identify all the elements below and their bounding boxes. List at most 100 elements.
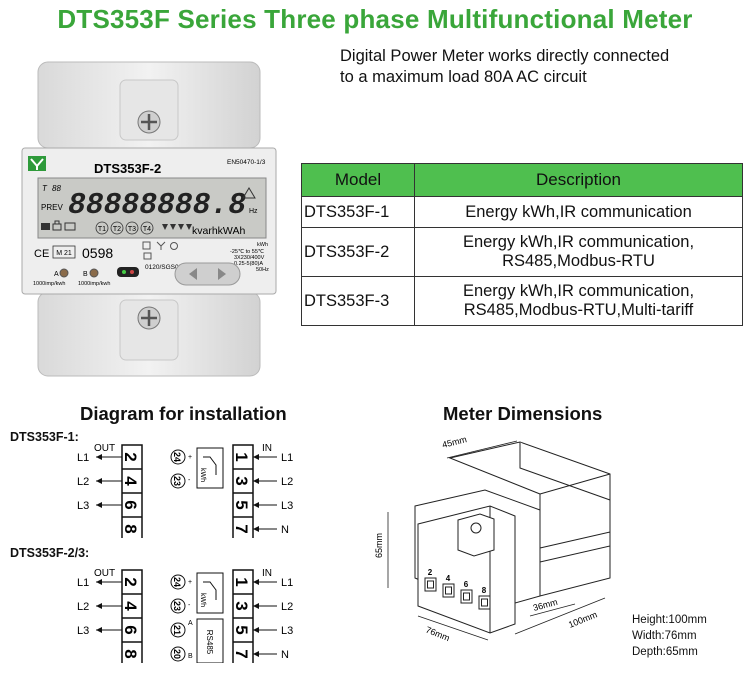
kwh-label: kWh (199, 468, 206, 482)
line-label: L2 (281, 476, 293, 488)
installation-title: Diagram for installation (80, 403, 287, 424)
out-label: OUT (94, 568, 115, 579)
line-label: L3 (77, 500, 89, 512)
table-row: DTS353F-2 Energy kWh,IR communication,RS… (301, 227, 743, 277)
desc-line: Energy kWh,IR communication (465, 202, 692, 221)
rs485-b: B (188, 653, 193, 660)
terminal-hole (460, 589, 473, 604)
dimensions-title: Meter Dimensions (443, 403, 603, 424)
led-a-label: A (54, 271, 59, 278)
intro-line-1: Digital Power Meter works directly conne… (340, 47, 670, 65)
rs485-terminal-number: 20 (172, 649, 182, 659)
terminal-number: 2 (121, 452, 140, 461)
terminal-number: 5 (232, 500, 251, 509)
tariff-circle (95, 221, 109, 235)
left-arrow-icon[interactable] (189, 268, 197, 280)
meter-nav-buttons[interactable] (174, 262, 241, 286)
arrow-left-icon (96, 579, 102, 585)
down-arrow-icon (170, 224, 176, 230)
header-model: Model (301, 163, 415, 197)
arrow-left-icon (96, 478, 102, 484)
arrow-left-icon (253, 651, 259, 657)
meter-standard: EN50470-1/3 (227, 159, 266, 166)
pulse-terminal-number: 24 (172, 452, 182, 462)
dim-height: Height:100mm (632, 614, 707, 626)
pulse-minus: - (188, 602, 191, 609)
header-description: Description (414, 163, 743, 197)
dim-width: Width:76mm (632, 630, 697, 642)
pulse-terminal (170, 574, 186, 590)
variant-2-label: DTS353F-2/3: (10, 546, 90, 560)
arrow-left-icon (96, 502, 102, 508)
arrow-left-icon (96, 454, 102, 460)
led-b-icon (89, 268, 99, 278)
dim-76: 76mm (424, 625, 451, 644)
terminal-number: 8 (121, 649, 140, 658)
rs485-a: A (188, 620, 193, 627)
desc-line: RS485,Modbus-RTU,Multi-tariff (463, 301, 694, 319)
arrow-left-icon (253, 526, 259, 532)
imp-a: 1000imp/kwh (33, 281, 65, 287)
table-row: DTS353F-3 Energy kWh,IR communication,RS… (301, 276, 743, 326)
in-label: IN (262, 568, 272, 579)
right-arrow-icon[interactable] (218, 268, 226, 280)
terminal-number: 3 (232, 476, 251, 485)
line-label: L2 (77, 601, 89, 613)
pulse-plus: + (188, 454, 192, 461)
dim-36: 36mm (532, 597, 559, 613)
dim-depth: Depth:65mm (632, 646, 698, 658)
meter-photo: DTS353F-2 EN50470-1/3 T 88 PREV 88888888… (21, 61, 277, 377)
terminal-number: 8 (482, 586, 487, 595)
desc-line: RS485,Modbus-RTU (502, 252, 655, 270)
meter-kwh: kWh (257, 242, 268, 248)
lcd-arrows (162, 224, 192, 230)
terminal-number: 8 (121, 524, 140, 533)
terminal-number: 1 (232, 452, 251, 461)
switch-icon (203, 581, 217, 600)
desc-line: Energy kWh,IR communication, (462, 233, 695, 251)
cell-model: DTS353F-3 (301, 276, 415, 326)
switch-icon (203, 456, 217, 475)
dim-notes: Height:100mm Width:76mm Depth:65mm (632, 612, 707, 660)
arrow-left-icon (253, 478, 259, 484)
table-header-row: Model Description (301, 163, 743, 197)
cell-description: Energy kWh,IR communication (414, 196, 743, 228)
arrow-left-icon (253, 579, 259, 585)
arrow-left-icon (253, 627, 259, 633)
cell-description: Energy kWh,IR communication,RS485,Modbus… (414, 227, 743, 277)
rs485-terminal-number: 21 (172, 625, 182, 635)
terminal-number: 6 (121, 500, 140, 509)
lcd-digits: 88888888.8 (68, 188, 246, 223)
pulse-plus: + (188, 579, 192, 586)
m21-mark: M 21 (56, 250, 72, 257)
lcd-hz: Hz (249, 208, 258, 215)
line-label: N (281, 524, 289, 536)
meter-cert: 0120/SGS0217 (145, 264, 190, 271)
lcd-prev: PREV (41, 203, 63, 212)
pulse-terminal (170, 473, 186, 489)
lcd-units: kvarhkWAh (192, 225, 245, 237)
page-title: DTS353F Series Three phase Multifunction… (57, 4, 693, 34)
terminal-number: 4 (121, 601, 140, 611)
pulse-terminal (170, 449, 186, 465)
led-a-icon (59, 268, 69, 278)
terminal-number: 6 (121, 625, 140, 634)
meter-current: 0.25-5(80)A (234, 261, 263, 267)
arrow-left-icon (253, 502, 259, 508)
tariff-circle (110, 221, 124, 235)
down-arrow-icon (186, 224, 192, 230)
terminal-number: 2 (121, 577, 140, 586)
arrow-left-icon (96, 603, 102, 609)
dim-45: 45mm (441, 434, 468, 450)
dim-100: 100mm (567, 609, 599, 630)
terminal-screw (427, 580, 434, 589)
line-label: L1 (281, 577, 293, 589)
cell-model: DTS353F-1 (301, 196, 415, 228)
pulse-terminal-number: 23 (172, 476, 182, 486)
out-label: OUT (94, 443, 115, 454)
line-label: L1 (77, 452, 89, 464)
terminal-hole (442, 583, 455, 598)
variant-1-label: DTS353F-1: (10, 430, 79, 444)
